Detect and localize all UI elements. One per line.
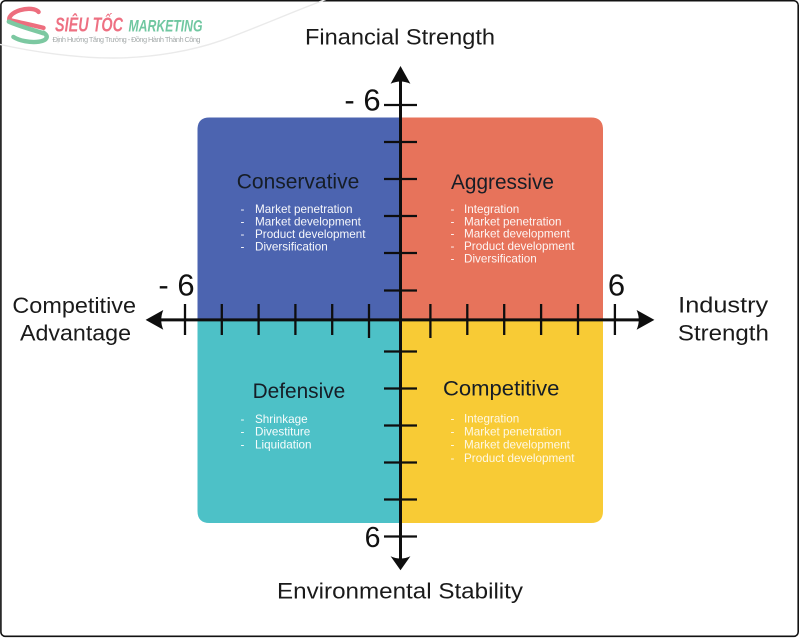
svg-text:Market penetration: Market penetration — [255, 203, 352, 216]
svg-text:-: - — [451, 252, 455, 265]
svg-text:Integration: Integration — [464, 412, 519, 425]
svg-text:Market penetration: Market penetration — [464, 426, 561, 439]
svg-text:Aggressive: Aggressive — [451, 170, 554, 194]
svg-text:Advantage: Advantage — [20, 320, 131, 345]
svg-text:-: - — [241, 203, 245, 216]
svg-text:-: - — [451, 240, 455, 253]
svg-text:MARKETING: MARKETING — [129, 17, 203, 36]
svg-text:SIÊU TỐC: SIÊU TỐC — [55, 13, 123, 37]
svg-text:-: - — [451, 412, 455, 425]
svg-text:-: - — [451, 203, 455, 216]
svg-text:-: - — [241, 216, 245, 229]
svg-text:Market development: Market development — [464, 228, 571, 241]
svg-text:-: - — [241, 413, 245, 426]
svg-text:Defensive: Defensive — [253, 379, 346, 403]
svg-text:-: - — [241, 439, 245, 452]
svg-text:Market penetration: Market penetration — [464, 215, 561, 228]
svg-text:Divestiture: Divestiture — [255, 426, 310, 439]
svg-text:Strength: Strength — [678, 320, 769, 345]
svg-text:-: - — [451, 452, 455, 465]
svg-text:- 6: - 6 — [344, 83, 380, 118]
svg-text:Định Hướng Tăng Trưởng - Đồng: Định Hướng Tăng Trưởng - Đồng Hành Thành… — [53, 35, 201, 44]
svg-text:- 6: - 6 — [158, 267, 194, 302]
svg-text:-: - — [241, 426, 245, 439]
svg-text:Environmental Stability: Environmental Stability — [277, 578, 524, 603]
svg-text:Conservative: Conservative — [237, 170, 360, 194]
svg-text:-: - — [451, 426, 455, 439]
svg-text:Market development: Market development — [255, 216, 362, 229]
svg-text:-: - — [451, 439, 455, 452]
svg-text:Competitive: Competitive — [443, 377, 559, 401]
svg-text:Competitive: Competitive — [12, 293, 136, 318]
svg-text:Product development: Product development — [464, 240, 575, 253]
svg-text:6: 6 — [365, 522, 381, 554]
svg-text:Shrinkage: Shrinkage — [255, 413, 308, 426]
svg-text:Integration: Integration — [464, 203, 519, 216]
svg-text:Diversification: Diversification — [255, 241, 328, 254]
svg-text:Liquidation: Liquidation — [255, 439, 312, 452]
svg-text:-: - — [451, 228, 455, 241]
svg-text:Financial Strength: Financial Strength — [305, 25, 495, 50]
svg-text:-: - — [241, 241, 245, 254]
svg-text:Product development: Product development — [255, 228, 366, 241]
svg-text:6: 6 — [608, 267, 625, 302]
svg-text:Product development: Product development — [464, 452, 575, 465]
svg-text:-: - — [241, 228, 245, 241]
svg-text:Market development: Market development — [464, 439, 571, 452]
svg-text:-: - — [451, 215, 455, 228]
svg-text:Industry: Industry — [678, 293, 769, 318]
svg-text:Diversification: Diversification — [464, 252, 537, 265]
